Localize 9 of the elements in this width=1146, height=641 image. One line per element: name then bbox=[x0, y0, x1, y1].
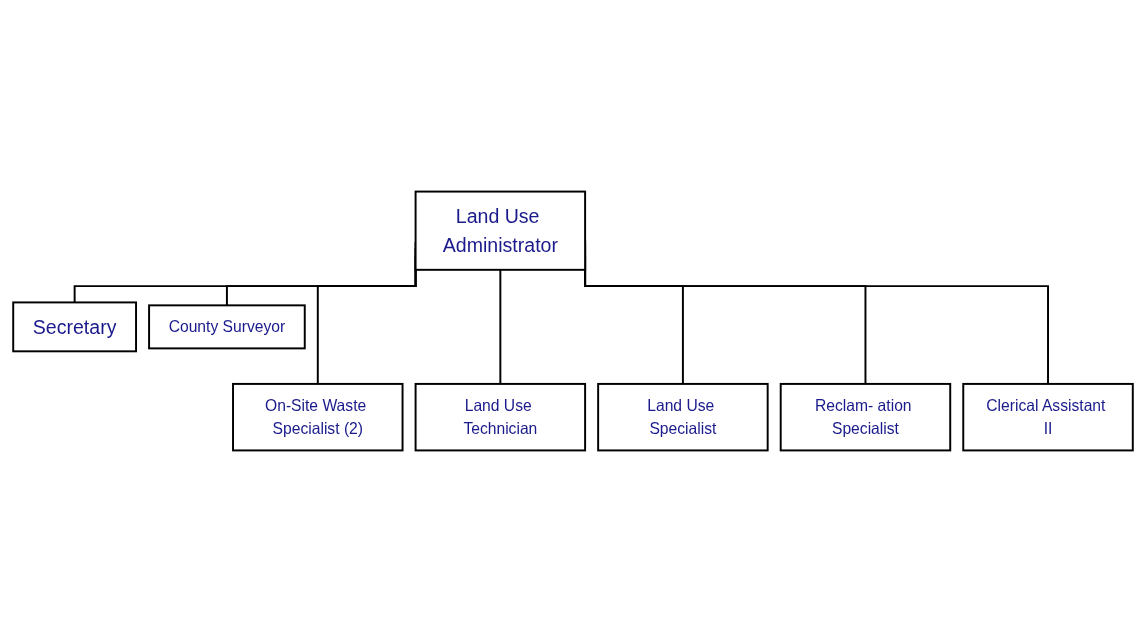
connector bbox=[499, 268, 502, 385]
node-box: Land Use Specialist bbox=[597, 382, 769, 451]
node-box: Land Use Administrator bbox=[414, 190, 587, 271]
node-box: Reclam- ation Specialist bbox=[779, 382, 952, 451]
node-box: On-Site Waste Specialist (2) bbox=[232, 382, 404, 451]
node-box: Land Use Technician bbox=[414, 382, 587, 451]
node-box: Secretary bbox=[12, 300, 138, 352]
node-box: County Surveyor bbox=[148, 303, 306, 349]
node-box: Clerical Assistant II bbox=[962, 382, 1134, 451]
